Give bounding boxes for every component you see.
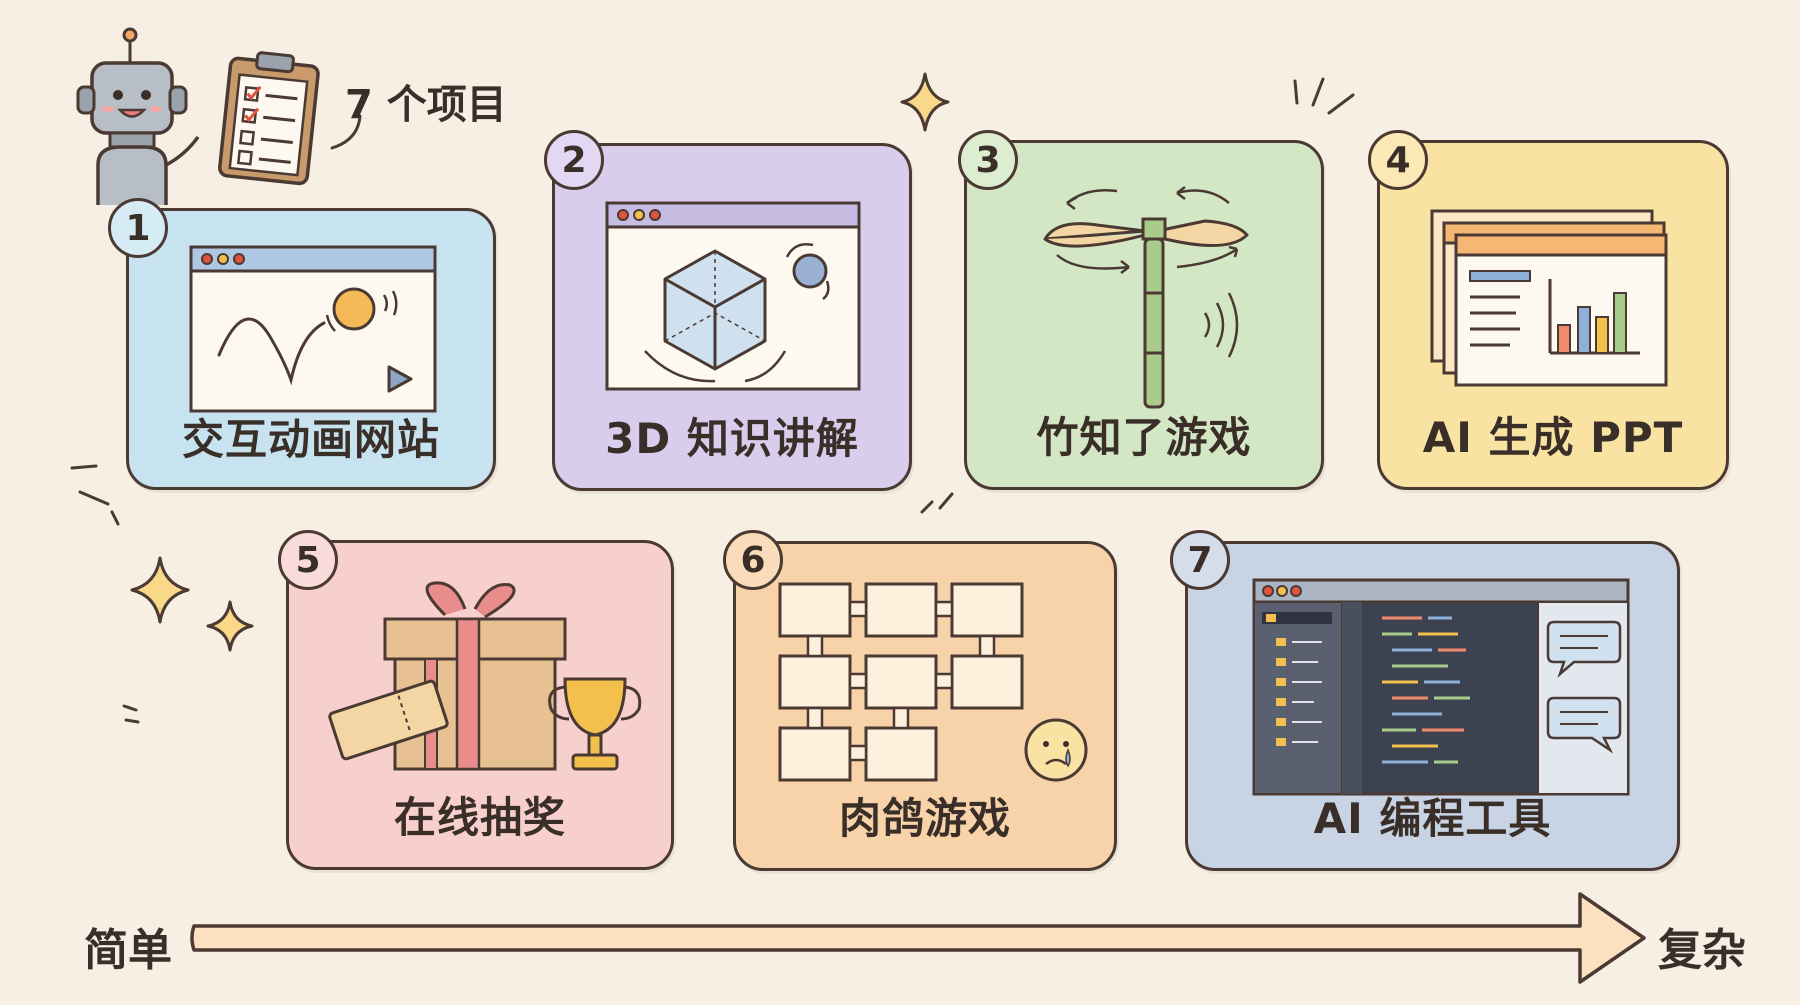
project-card-6[interactable]: 肉鸽游戏: [733, 541, 1117, 871]
project-number-badge-7: 7: [1170, 530, 1230, 590]
project-number-badge-4: 4: [1368, 130, 1428, 190]
3d-cube-browser-icon: [605, 201, 861, 391]
project-number-badge-5: 5: [278, 530, 338, 590]
motion-lines-icon: [920, 492, 954, 514]
project-card-4[interactable]: AI 生成 PPT: [1377, 140, 1729, 490]
project-number-badge-2: 2: [544, 130, 604, 190]
code-editor-icon: [1252, 578, 1630, 796]
bamboo-copter-icon: [1043, 186, 1249, 409]
room-grid-map-icon: [778, 582, 1088, 782]
project-label-1: 交互动画网站: [181, 415, 440, 464]
project-number-badge-3: 3: [958, 130, 1018, 190]
motion-lines-icon: [70, 464, 120, 526]
project-label-4: AI 生成 PPT: [1422, 413, 1684, 462]
project-card-5[interactable]: 在线抽奖: [286, 540, 674, 870]
project-number-badge-6: 6: [723, 530, 783, 590]
clipboard-checklist-icon: [218, 51, 320, 186]
gift-ticket-trophy-icon: [328, 581, 642, 771]
project-label-5: 在线抽奖: [393, 793, 566, 842]
project-number-badge-1: 1: [108, 198, 168, 258]
complexity-arrow: [190, 892, 1646, 984]
axis-end-label: 复杂: [1658, 925, 1746, 976]
project-label-6: 肉鸽游戏: [838, 794, 1011, 843]
motion-lines-icon: [1293, 77, 1355, 115]
sparkle-icon: [130, 556, 254, 652]
project-card-1[interactable]: 交互动画网站: [126, 208, 496, 490]
header-title: 7 个项目: [345, 82, 507, 128]
project-card-2[interactable]: 3D 知识讲解: [552, 143, 912, 491]
slides-chart-icon: [1430, 209, 1668, 387]
bouncing-ball-browser-icon: [189, 245, 437, 413]
project-card-3[interactable]: 竹知了游戏: [964, 140, 1324, 490]
sparkle-icon: [900, 72, 950, 132]
project-card-7[interactable]: AI 编程工具: [1185, 541, 1680, 871]
robot-mascot-icon: [76, 27, 200, 205]
motion-lines-icon: [122, 704, 140, 724]
axis-start-label: 简单: [84, 925, 172, 976]
project-label-3: 竹知了游戏: [1036, 413, 1252, 462]
project-label-2: 3D 知识讲解: [605, 414, 859, 463]
pointer-curve-icon: [330, 114, 362, 150]
project-label-7: AI 编程工具: [1313, 794, 1552, 843]
